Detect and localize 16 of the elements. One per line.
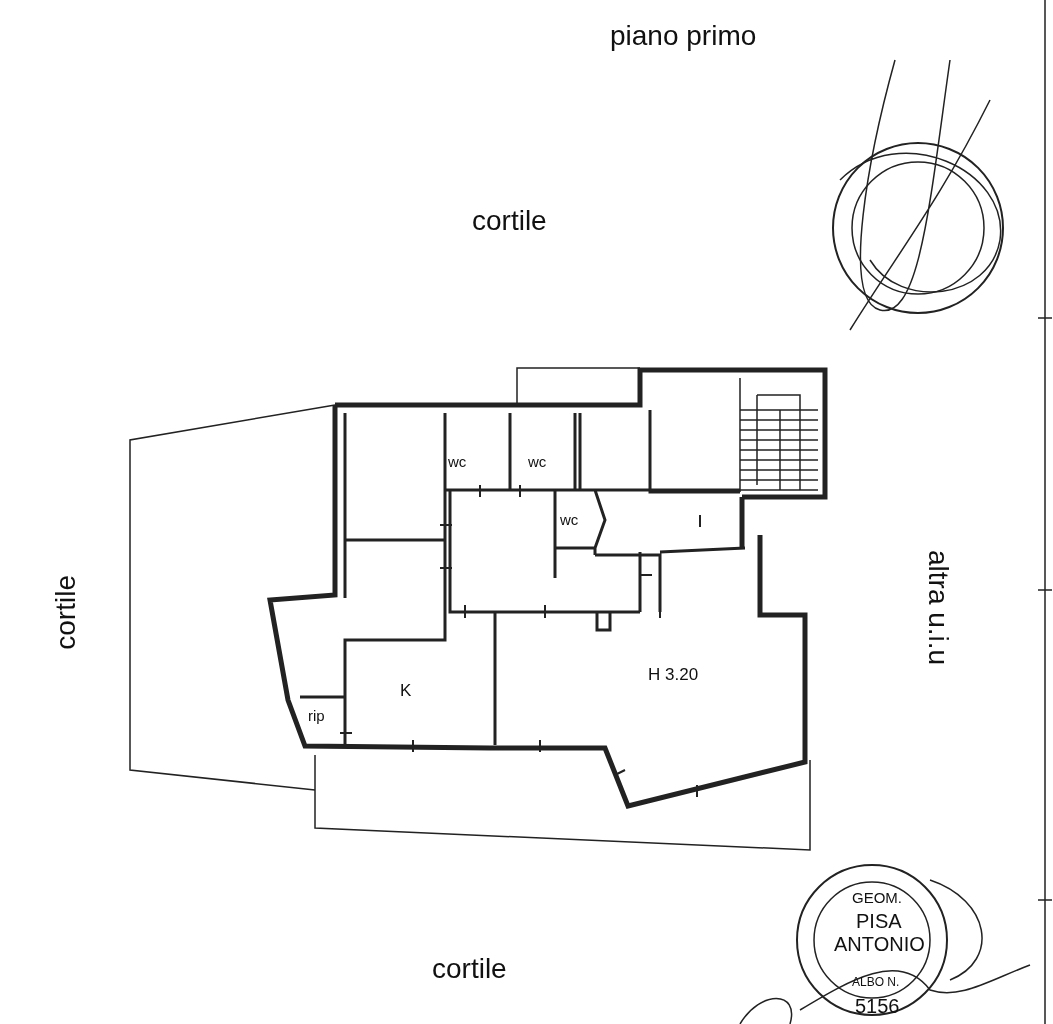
stamp-text: ALBO N. bbox=[852, 976, 900, 988]
area-label: cortile bbox=[472, 207, 547, 235]
plan-title: piano primo bbox=[610, 22, 757, 50]
room-label: wc bbox=[528, 454, 547, 469]
stamp-text: 5156 bbox=[855, 996, 900, 1016]
room-label: wc bbox=[560, 512, 579, 527]
area-label: altra u.i.u bbox=[924, 550, 952, 666]
stamp-text: ANTONIO bbox=[834, 934, 925, 954]
room-label: K bbox=[400, 682, 412, 699]
area-label: cortile bbox=[432, 955, 507, 983]
area-label: cortile bbox=[52, 575, 80, 650]
height-label: H 3.20 bbox=[648, 666, 699, 683]
stamp-text: PISA bbox=[856, 911, 902, 931]
room-label: wc bbox=[448, 454, 467, 469]
room-label: rip bbox=[308, 708, 325, 723]
stamp-text: GEOM. bbox=[852, 890, 902, 905]
